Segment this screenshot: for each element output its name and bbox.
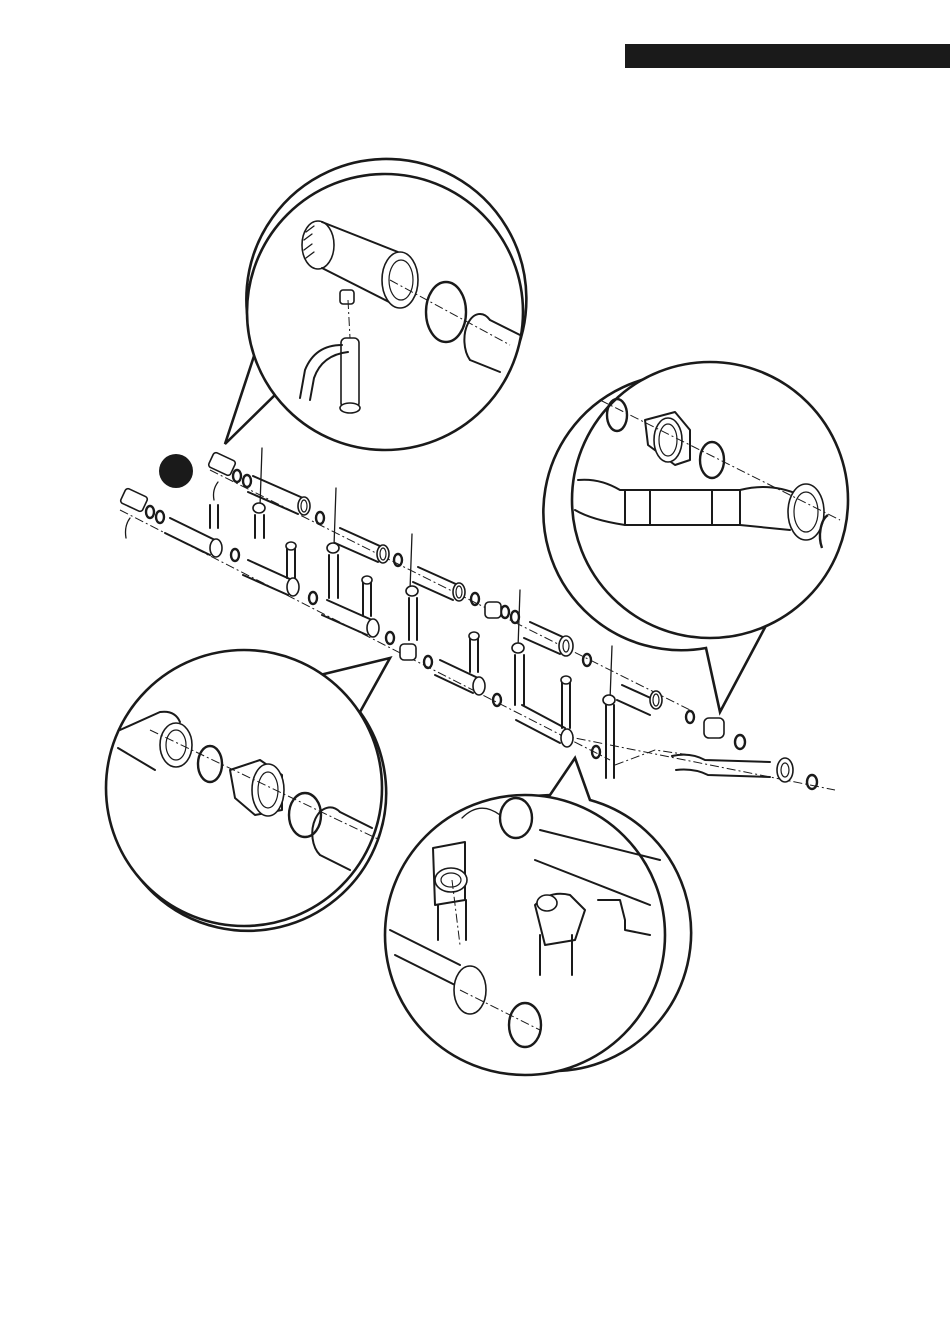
pipe-upper-2 — [335, 528, 389, 563]
detail-top — [225, 159, 526, 450]
detail-bottom — [385, 758, 691, 1075]
pipe-lower-5 — [516, 705, 573, 747]
pipe-upper-5 — [617, 685, 662, 715]
callout-marker — [159, 454, 193, 488]
pipe-lower-1 — [165, 518, 222, 557]
detail-right — [543, 362, 848, 712]
detail-bottom-socket — [454, 966, 486, 1014]
detail-left — [106, 650, 390, 931]
pipe-lower-2 — [243, 560, 299, 596]
bend-pipe — [672, 755, 793, 782]
